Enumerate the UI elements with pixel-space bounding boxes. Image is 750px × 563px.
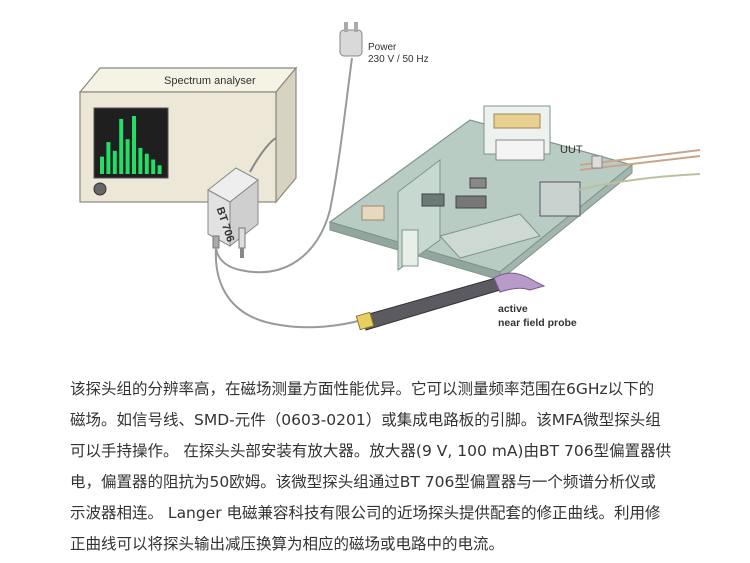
analyser-knob[interactable] [93, 182, 107, 196]
spectrum-bar [119, 118, 124, 174]
power-spec-label: 230 V / 50 Hz [368, 54, 429, 65]
caption-line: 磁场。如信号线、SMD-元件（0603-0201）或集成电路板的引脚。该MFA微… [70, 411, 661, 429]
caption-line: 该探头组的分辨率高，在磁场测量方面性能优异。它可以测量频率范围在6GHz以下的 [70, 380, 655, 398]
spectrum-bar [100, 156, 104, 174]
spectrum-bar [144, 153, 149, 174]
spectrum-bar [125, 139, 130, 174]
probe-type-label: near field probe [498, 317, 577, 329]
description-paragraph: 该探头组的分辨率高，在磁场测量方面性能优异。它可以测量频率范围在6GHz以下的 … [70, 374, 690, 560]
spectrum-bar [132, 116, 136, 174]
power-plug-icon [339, 29, 363, 57]
caption-line: 示波器相连。 Langer 电磁兼容科技有限公司的近场探头提供配套的修正曲线。利… [70, 504, 661, 522]
near-field-probe: active near field probe [355, 272, 577, 331]
spectrum-bar [112, 150, 117, 174]
analyser-label: Spectrum analyser [164, 75, 256, 87]
setup-illustration: Spectrum analyser Power 230 V / 50 Hz BT… [78, 22, 701, 331]
bt706-bias-tee: BT 706 [207, 137, 277, 258]
analyser-screen [93, 107, 169, 179]
uut-board: UUT [328, 105, 701, 282]
spectrum-bar [151, 159, 156, 174]
caption-line: 电，偏置器的阻抗为50欧姆。该微型探头组通过BT 706型偏置器与一个频谱分析仪… [70, 473, 656, 491]
spectrum-bar [157, 165, 162, 174]
caption-line: 可以手持操作。 在探头头部安装有放大器。放大器(9 V, 100 mA)由BT … [70, 442, 672, 460]
caption-line: 正曲线可以将探头输出减压换算为相应的磁场或电路中的电流。 [70, 535, 505, 553]
probe-label: active [498, 303, 528, 315]
spectrum-bar [106, 142, 111, 174]
uut-label: UUT [560, 144, 583, 156]
spectrum-bar [138, 147, 143, 174]
spectrum-trace [100, 116, 162, 174]
probe-cable [214, 247, 363, 329]
spectrum-analyser: Spectrum analyser [78, 66, 298, 204]
power-cable: Power 230 V / 50 Hz [215, 22, 429, 274]
power-label: Power [368, 42, 397, 53]
